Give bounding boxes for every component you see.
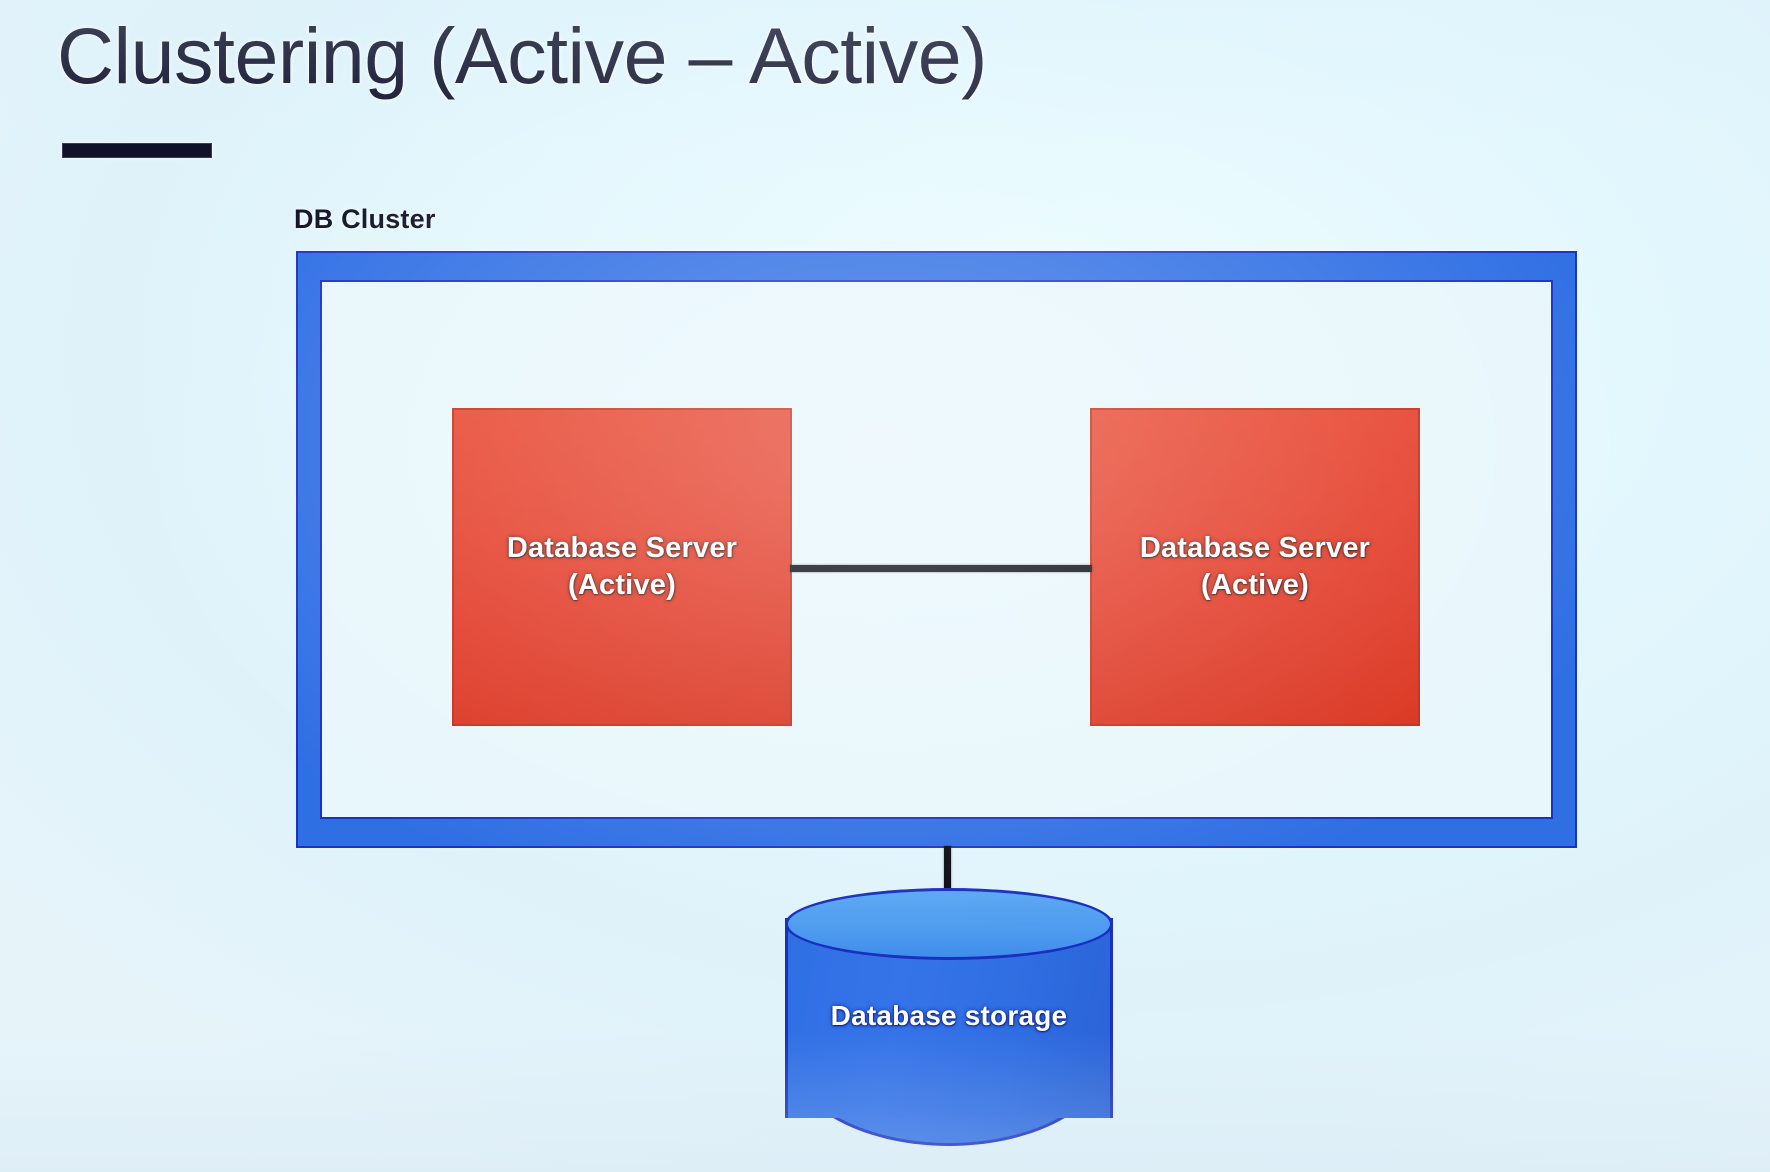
db-cluster-label: DB Cluster (294, 204, 436, 234)
cylinder-body (785, 918, 1113, 1118)
cylinder-top-ellipse (785, 888, 1113, 960)
database-server-right-label: Database Server (Active) (1139, 531, 1371, 601)
title-underline-rule (62, 143, 212, 158)
database-storage-label: Database storage (830, 1000, 1068, 1031)
cluster-to-storage-link (944, 846, 951, 922)
database-server-left[interactable]: Database Server (Active) (452, 408, 792, 726)
database-server-right[interactable]: Database Server (Active) (1090, 408, 1420, 726)
database-server-left-label: Database Server (Active) (506, 531, 738, 601)
server-to-server-link (790, 565, 1092, 572)
page-title: Clustering (Active – Active) (57, 11, 987, 100)
database-storage-cylinder[interactable]: Database storage (785, 888, 1113, 1148)
